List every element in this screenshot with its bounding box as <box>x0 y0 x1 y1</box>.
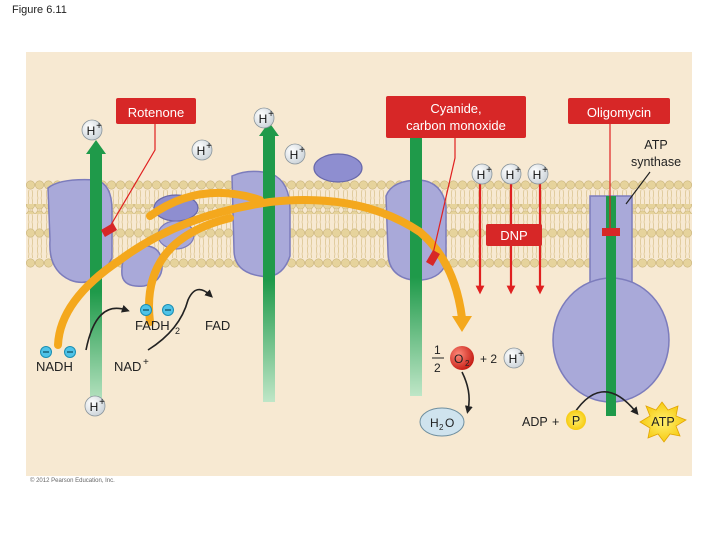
fadh2-label: FADH 2 <box>135 318 180 336</box>
protons: H + H + H + H + H + H + H <box>81 107 549 417</box>
proton-charge: + <box>486 165 492 176</box>
adp-plus: + <box>552 415 559 429</box>
fadh2-subscript: 2 <box>175 326 180 336</box>
proton-badge: H + <box>284 143 306 165</box>
nadh-label: NADH <box>36 359 73 374</box>
atp-label: ATP <box>651 415 674 429</box>
rotenone-label: Rotenone <box>128 105 184 120</box>
water-molecule: H 2 O <box>419 407 465 437</box>
electron-dots <box>40 304 174 358</box>
proton-badge: H + <box>527 163 549 185</box>
dnp-box: DNP <box>486 224 542 246</box>
rotenone-box: Rotenone <box>116 98 196 124</box>
inhibitor-lines <box>107 115 611 259</box>
cyanide-label-line1: Cyanide, <box>430 101 481 116</box>
electron-arrowhead <box>452 316 472 332</box>
atp-synthase-pointer <box>625 171 651 205</box>
proton-symbol: H <box>197 144 206 158</box>
proton-charge: + <box>96 121 102 132</box>
oligomycin-label: Oligomycin <box>587 105 651 120</box>
half-numerator: 1 <box>434 343 441 357</box>
adp-label: ADP <box>522 415 548 429</box>
proton-badge: H + <box>191 139 213 161</box>
fadh2-text: FADH <box>135 318 170 333</box>
proton-charge: + <box>206 141 212 152</box>
fad-label: FAD <box>205 318 230 333</box>
proton-charge: + <box>542 165 548 176</box>
proton-charge: + <box>299 145 305 156</box>
proton-charge: + <box>518 349 524 360</box>
cyanide-box: Cyanide, carbon monoxide <box>386 96 526 138</box>
proton-symbol: H <box>533 168 542 182</box>
proton-symbol: H <box>290 148 299 162</box>
proton-symbol: H <box>509 352 518 366</box>
cyanide-label-line2: carbon monoxide <box>406 118 506 133</box>
proton-symbol: H <box>87 124 96 138</box>
proton-charge: + <box>268 109 274 120</box>
proton-charge: + <box>99 397 105 408</box>
inhibitor-blocks <box>100 223 620 267</box>
plus-two: + 2 <box>480 352 497 366</box>
electron-path <box>54 188 466 349</box>
water-subscript: 2 <box>439 423 444 432</box>
figure-label: Figure 6.11 <box>12 4 67 16</box>
oligomycin-box: Oligomycin <box>568 98 670 124</box>
proton-badge: H + <box>81 119 103 141</box>
proton-badge: H + <box>253 107 275 129</box>
water-o: O <box>445 416 454 430</box>
water-h: H <box>430 416 439 430</box>
proton-badge: H + <box>500 163 522 185</box>
proton-symbol: H <box>506 168 515 182</box>
proton-charge: + <box>515 165 521 176</box>
atp-burst: ATP <box>639 401 687 443</box>
atp-synthase <box>552 195 670 416</box>
nad-text: NAD <box>114 359 141 374</box>
phosphate-ball <box>566 410 586 430</box>
copyright-notice: © 2012 Pearson Education, Inc. <box>30 478 115 484</box>
proton-badge: H + <box>84 395 106 417</box>
half-denominator: 2 <box>434 361 441 375</box>
proton-badge: H + <box>503 347 525 369</box>
nad-charge: + <box>143 357 149 368</box>
proton-symbol: H <box>477 168 486 182</box>
o2-text: O <box>454 352 463 366</box>
proton-symbol: H <box>90 400 99 414</box>
dnp-label: DNP <box>500 228 527 243</box>
o2-subscript: 2 <box>465 359 470 368</box>
nad-label: NAD + <box>114 357 149 374</box>
proton-symbol: H <box>259 112 268 126</box>
atp-synthase-label-line1: ATP <box>644 138 667 152</box>
proton-badge: H + <box>471 163 493 185</box>
phosphate-label: P <box>572 414 580 428</box>
o2-ball <box>450 346 474 370</box>
oxygen-term: 1 2 O 2 + 2 <box>432 343 497 375</box>
atp-synthase-label-line2: synthase <box>631 155 681 169</box>
